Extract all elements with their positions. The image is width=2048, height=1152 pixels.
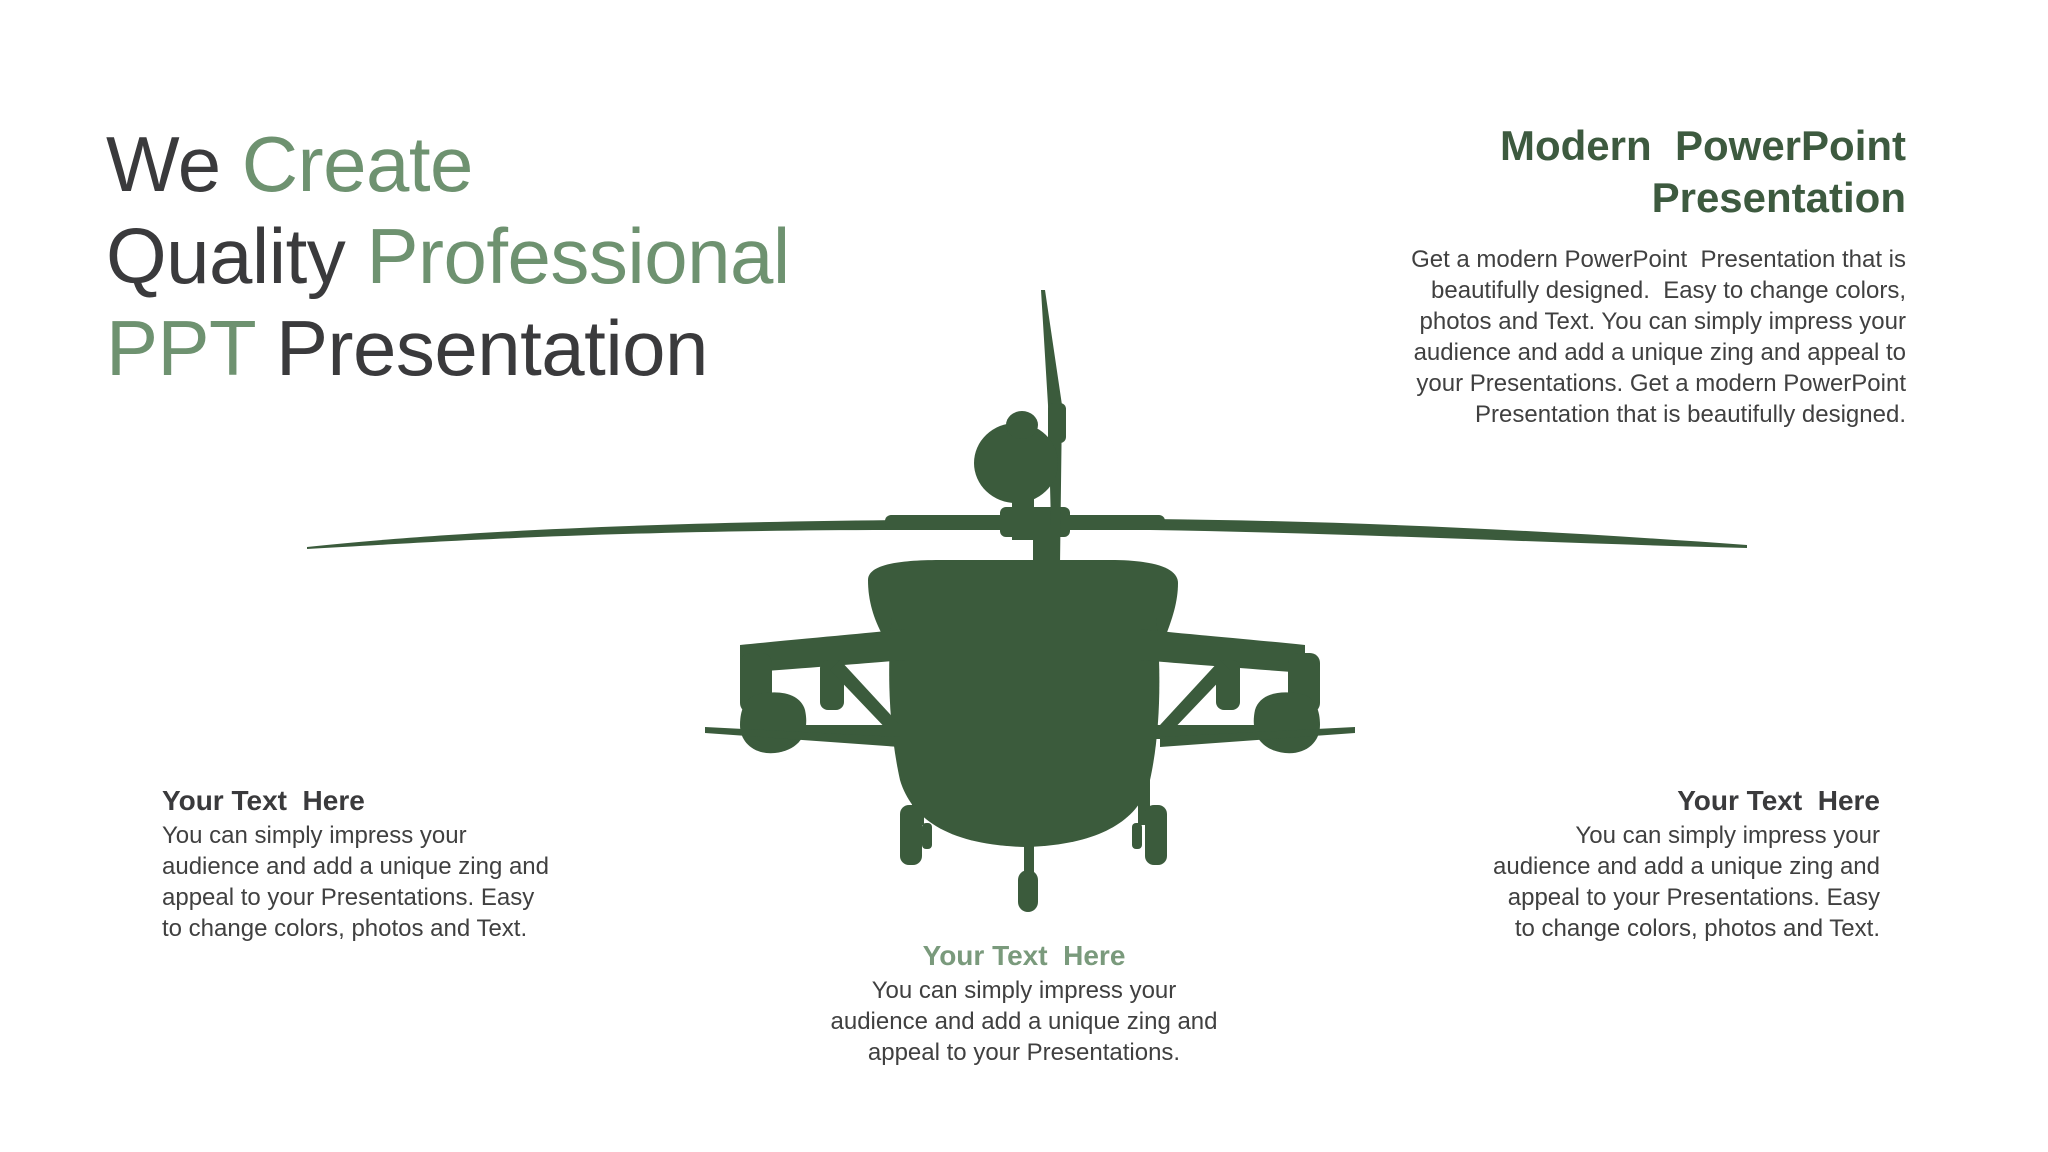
headline-word: We [106, 120, 221, 208]
text-box-title: Your Text Here [162, 785, 365, 816]
headline-line-1: We Create [106, 118, 790, 210]
text-box-center: Your Text Here You can simply impress yo… [774, 939, 1274, 1068]
text-box-right: Your Text Here You can simply impress yo… [1420, 784, 1880, 944]
headline-line-2: Quality Professional [106, 210, 790, 302]
text-box-title: Your Text Here [1677, 785, 1880, 816]
text-box-left: Your Text Here You can simply impress yo… [162, 784, 622, 944]
top-right-body: Get a modern PowerPoint Presentation tha… [1411, 246, 1906, 428]
top-right-title: Modern PowerPoint Presentation [1499, 122, 1906, 221]
headline-word-accent: Professional [366, 212, 790, 300]
text-box-title: Your Text Here [922, 940, 1126, 971]
text-box-body: You can simply impress your audience and… [830, 977, 1218, 1066]
helicopter-icon [307, 290, 1747, 912]
headline-word: Presentation [275, 304, 708, 392]
headline-word: Quality [106, 212, 346, 300]
headline-word-accent: PPT [106, 304, 255, 392]
headline-word-accent: Create [241, 120, 474, 208]
headline: We Create Quality Professional PPT Prese… [106, 118, 790, 394]
headline-line-3: PPT Presentation [106, 302, 790, 394]
top-right-text-block: Modern PowerPoint Presentation Get a mod… [1286, 120, 1906, 430]
text-box-body: You can simply impress your audience and… [162, 822, 549, 942]
text-box-body: You can simply impress your audience and… [1493, 822, 1880, 942]
